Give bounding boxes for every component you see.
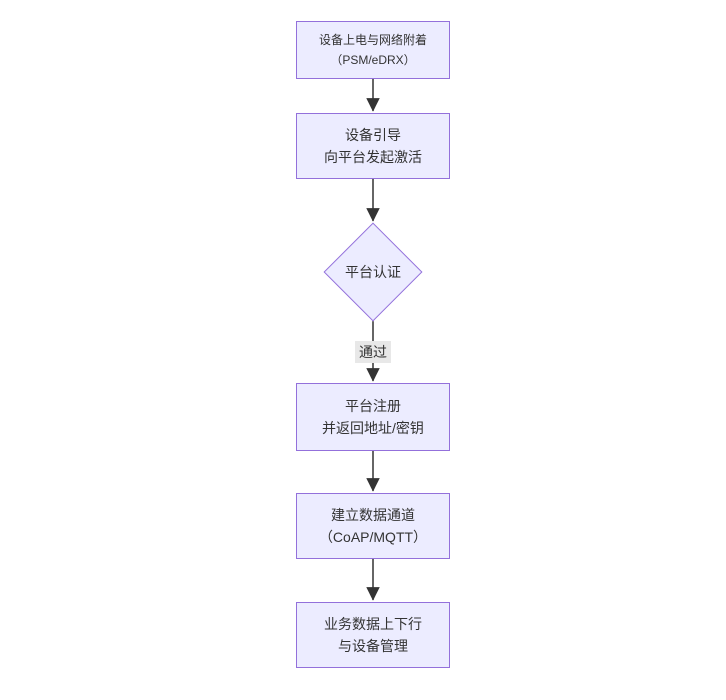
node-label-line: 设备上电与网络附着 xyxy=(318,33,427,47)
node-label-line: 向平台发起激活 xyxy=(324,149,422,165)
node-label-line: 平台注册 xyxy=(345,398,401,414)
node-business-data-mgmt: 业务数据上下行 与设备管理 xyxy=(296,602,450,668)
node-label-line: 并返回地址/密钥 xyxy=(322,420,424,436)
node-label-line: 建立数据通道 xyxy=(331,507,415,523)
node-label-line: 与设备管理 xyxy=(338,638,408,654)
node-power-network-attach: 设备上电与网络附着 （PSM/eDRX） xyxy=(296,21,450,79)
node-label-line: （PSM/eDRX） xyxy=(330,53,416,67)
node-label-line: 业务数据上下行 xyxy=(324,616,422,632)
node-device-bootstrap: 设备引导 向平台发起激活 xyxy=(296,113,450,179)
edge-label-pass: 通过 xyxy=(355,341,391,363)
node-label-line: （CoAP/MQTT） xyxy=(318,529,428,545)
node-data-channel: 建立数据通道 （CoAP/MQTT） xyxy=(296,493,450,559)
node-platform-register: 平台注册 并返回地址/密钥 xyxy=(296,383,450,451)
decision-platform-auth-label: 平台认证 xyxy=(345,264,401,280)
node-label-line: 设备引导 xyxy=(345,127,401,143)
